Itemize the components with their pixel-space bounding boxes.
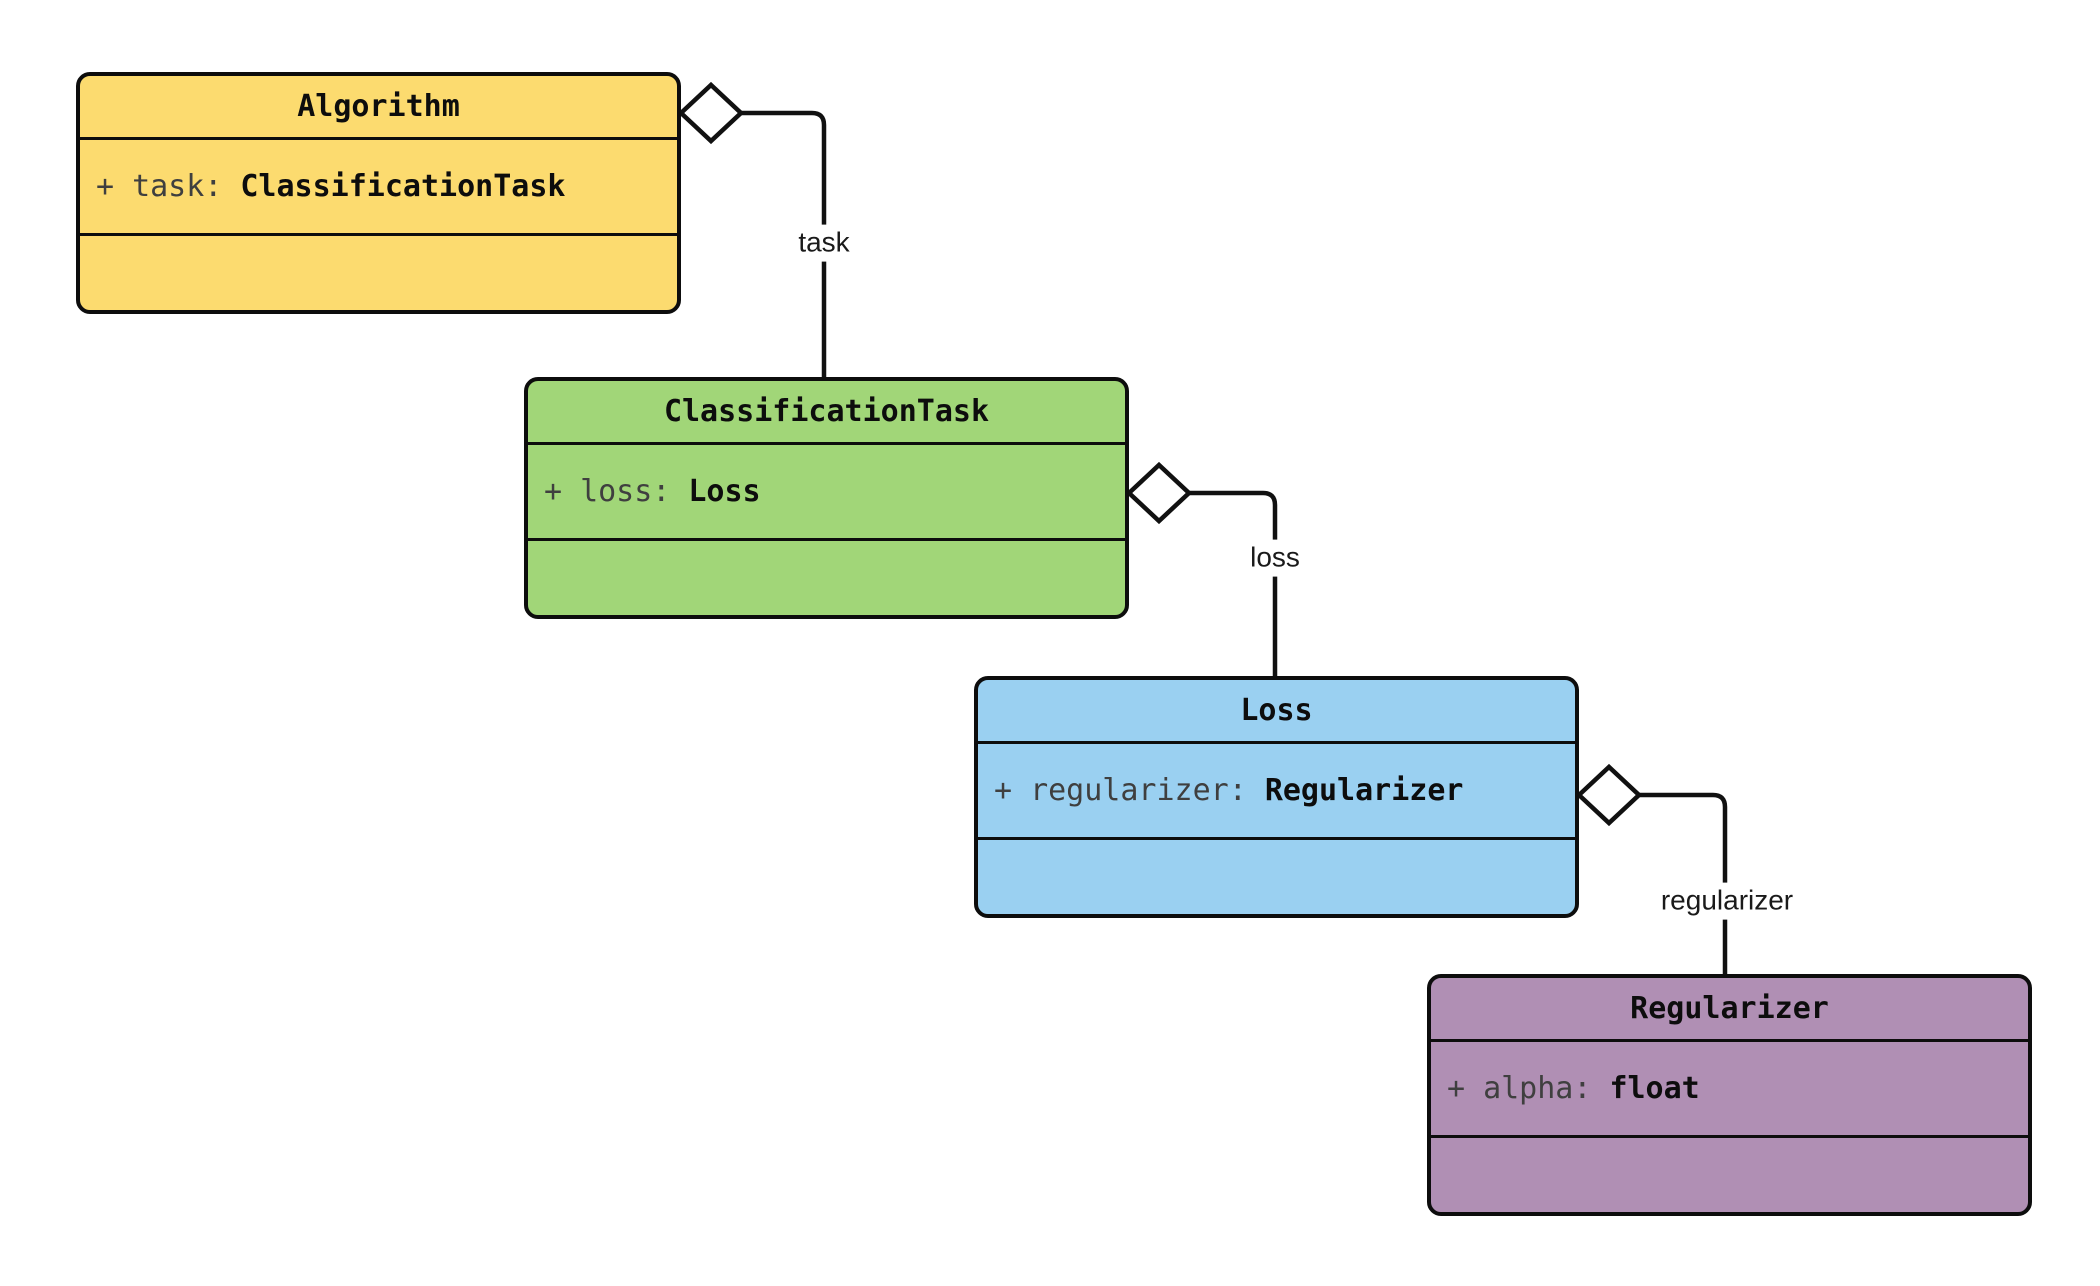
compartment-divider	[80, 137, 677, 140]
edge-label-regularizer: regularizer	[1653, 882, 1801, 920]
compartment-divider	[528, 538, 1125, 541]
compartment-divider	[1431, 1039, 2028, 1042]
attribute-visibility: +	[1447, 1071, 1466, 1106]
compartment-divider	[1431, 1135, 2028, 1138]
edge-loss-line	[1189, 490, 1278, 677]
attribute-type: Regularizer	[1264, 773, 1464, 808]
aggregation-diamond-loss	[1125, 461, 1193, 525]
edge-label-task: task	[791, 224, 857, 262]
compartment-divider	[528, 442, 1125, 445]
class-box-algorithm[interactable]: Algorithm + task: ClassificationTask	[76, 72, 681, 314]
class-title: Regularizer	[1630, 991, 1829, 1026]
methods-compartment-empty	[978, 840, 1575, 914]
class-box-regularizer[interactable]: Regularizer + alpha: float	[1427, 974, 2032, 1216]
class-box-loss[interactable]: Loss + regularizer: Regularizer	[974, 676, 1579, 918]
edge-regularizer-line	[1639, 792, 1728, 975]
attribute-type: Loss	[688, 474, 761, 509]
class-title: Algorithm	[297, 89, 460, 124]
class-title: ClassificationTask	[663, 394, 990, 429]
attribute-name: loss:	[580, 474, 671, 509]
methods-compartment-empty	[80, 236, 677, 310]
edge-label-loss: loss	[1243, 539, 1307, 577]
methods-compartment-empty	[528, 541, 1125, 615]
attribute-name: task:	[132, 169, 223, 204]
attribute-visibility: +	[96, 169, 115, 204]
attribute-type: ClassificationTask	[240, 169, 566, 204]
compartment-divider	[978, 741, 1575, 744]
attributes-compartment: + alpha: float	[1431, 1042, 2028, 1135]
aggregation-diamond-regularizer	[1575, 763, 1643, 827]
class-title: Loss	[1240, 693, 1313, 728]
attributes-compartment: + regularizer: Regularizer	[978, 744, 1575, 837]
aggregation-diamond-task	[677, 81, 745, 145]
methods-compartment-empty	[1431, 1138, 2028, 1212]
attributes-compartment: + task: ClassificationTask	[80, 140, 677, 233]
attribute-visibility: +	[994, 773, 1013, 808]
attribute-visibility: +	[544, 474, 563, 509]
attribute-name: regularizer:	[1030, 773, 1247, 808]
edge-task-line	[741, 110, 827, 377]
attribute-type: float	[1609, 1071, 1700, 1106]
attributes-compartment: + loss: Loss	[528, 445, 1125, 538]
attribute-name: alpha:	[1483, 1071, 1592, 1106]
compartment-divider	[978, 837, 1575, 840]
compartment-divider	[80, 233, 677, 236]
class-box-classificationtask[interactable]: ClassificationTask + loss: Loss	[524, 377, 1129, 619]
